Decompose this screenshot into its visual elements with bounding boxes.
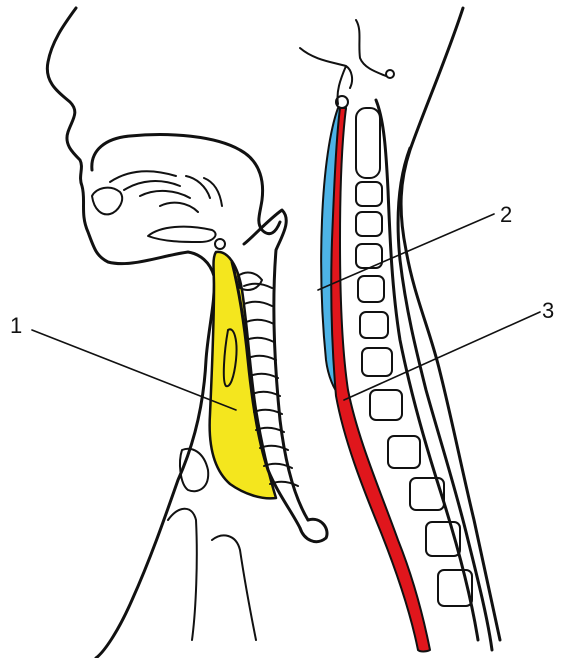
vertebra-9: [388, 436, 420, 468]
skull-base-outline: [300, 20, 386, 104]
structure-3-fill: [331, 108, 430, 652]
vertebral-bodies: [356, 108, 472, 606]
lower-left-tube-a: [168, 509, 197, 640]
vertebra-6: [360, 312, 388, 338]
face-profile-outline: [47, 8, 214, 658]
posterior-neck-outline: [401, 8, 500, 640]
vertebra-5: [358, 276, 384, 302]
vertebra-7: [362, 348, 392, 376]
vertebra-1: [356, 108, 380, 178]
vertebra-3: [356, 212, 382, 236]
tongue-outline: [92, 188, 122, 215]
leader-line-3: [344, 312, 540, 400]
lower-left-tube-b: [212, 535, 256, 640]
vertebra-2: [356, 182, 382, 206]
palate-outline: [148, 227, 216, 242]
tube-end-cap: [300, 519, 327, 541]
nasopharynx-outline: [92, 135, 280, 234]
lower-left-curve: [180, 449, 208, 491]
left-neck-figure: [47, 8, 500, 658]
callout-leaders: [32, 214, 540, 410]
hyoid-marker: [215, 239, 225, 249]
vertebra-8: [370, 390, 402, 420]
occipital-marker: [386, 70, 394, 78]
oral-cavity-folds: [110, 171, 222, 212]
right-spine-figure: [300, 20, 492, 652]
callout-label-3: 3: [542, 298, 554, 323]
callout-label-2: 2: [500, 202, 512, 227]
leader-line-2: [318, 214, 494, 290]
callout-label-1: 1: [10, 313, 22, 338]
